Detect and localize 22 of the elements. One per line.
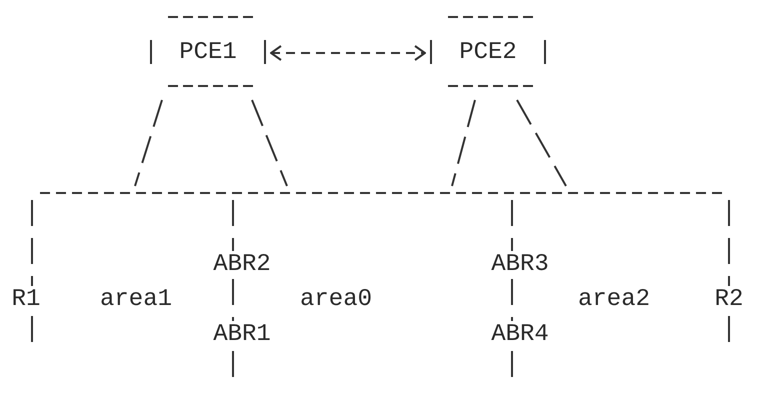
area-label: area1 <box>100 286 172 314</box>
connector-line <box>511 279 513 321</box>
connector-line <box>451 100 476 186</box>
connector-line <box>251 100 288 186</box>
node-label: ABR2 <box>213 253 271 277</box>
connector-line <box>232 279 234 321</box>
connector-line <box>511 200 513 251</box>
connector-line <box>31 200 33 286</box>
area-label: area2 <box>578 286 650 314</box>
connector-line <box>134 100 163 186</box>
connector-line <box>232 200 234 251</box>
node-label: ABR1 <box>213 323 271 347</box>
connector-line <box>516 100 567 186</box>
double-arrow <box>270 45 426 61</box>
node-label: ABR4 <box>491 323 549 347</box>
node-label: R2 <box>714 288 744 312</box>
node-label: ABR3 <box>491 253 549 277</box>
connector-line <box>728 200 730 286</box>
node-label: PCE1 <box>179 41 237 65</box>
node-label: PCE2 <box>459 41 517 65</box>
area-label: area0 <box>300 286 372 314</box>
node-label: R1 <box>12 288 40 312</box>
